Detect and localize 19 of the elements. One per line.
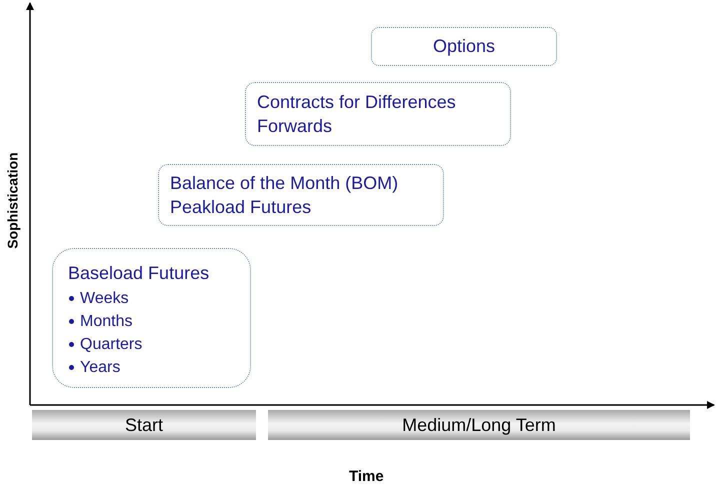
axis-title: Sophistication — [4, 151, 22, 251]
axis-title: Time — [349, 467, 384, 485]
box-text: Balance of the Month (BOM) — [170, 172, 400, 195]
box-text: Contracts for Differences — [257, 91, 457, 114]
bullet-item: Years — [80, 358, 120, 378]
bullet-item: Weeks — [80, 289, 129, 309]
timeline-band — [268, 410, 690, 440]
product-box — [158, 164, 444, 226]
bullet-item: Months — [80, 312, 132, 332]
product-box — [371, 27, 557, 66]
product-box — [245, 82, 511, 146]
timeline-band — [32, 410, 256, 440]
box-text: Forwards — [257, 115, 334, 138]
box-text: Peakload Futures — [170, 196, 312, 219]
box-text: Options — [432, 35, 496, 58]
band-label: Start — [124, 414, 163, 436]
bullet-item: Quarters — [80, 335, 142, 355]
band-label: Medium/Long Term — [402, 414, 556, 437]
box-heading: Baseload Futures — [68, 262, 210, 285]
